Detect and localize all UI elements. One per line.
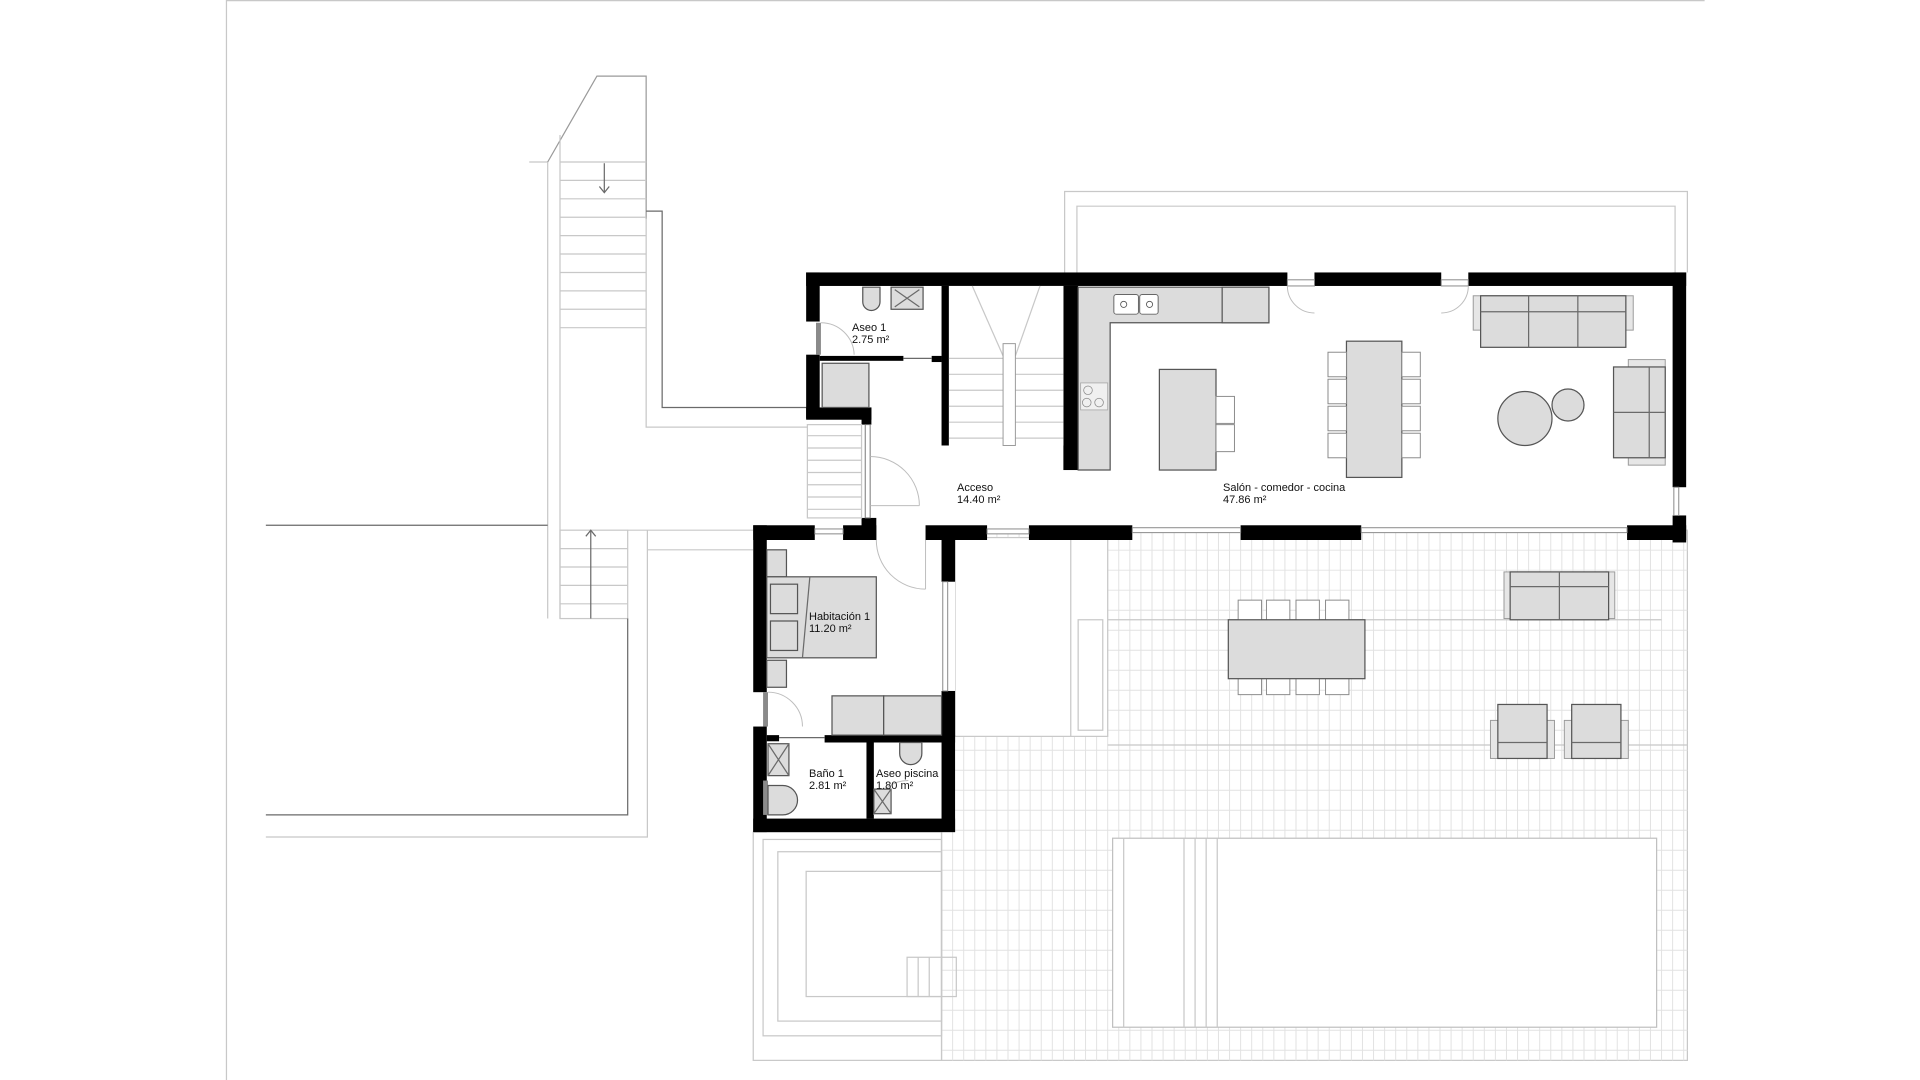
exterior-stair-north xyxy=(529,75,808,619)
room-label-bano1: Baño 1 2.81 m² xyxy=(809,768,846,792)
room-area: 14.40 m² xyxy=(957,494,1001,506)
bedroom-furniture xyxy=(766,549,943,736)
exterior-stair-south xyxy=(265,524,754,838)
interior-stair xyxy=(948,285,1064,446)
room-area: 2.75 m² xyxy=(852,334,890,346)
dining-table-interior xyxy=(1327,340,1421,479)
pool xyxy=(1112,837,1658,1028)
room-area: 11.20 m² xyxy=(809,623,852,635)
room-label-habitacion1: Habitación 1 11.20 m² xyxy=(809,611,870,635)
north-terrace xyxy=(1064,190,1688,273)
room-name: Habitación 1 xyxy=(809,611,871,623)
kitchen xyxy=(1077,286,1270,471)
bath-fixtures xyxy=(767,741,923,816)
room-label-salon: Salón - comedor - cocina 47.86 m² xyxy=(1223,482,1345,506)
room-label-aseo1: Aseo 1 2.75 m² xyxy=(852,322,889,346)
walls xyxy=(753,272,1687,833)
room-name: Baño 1 xyxy=(809,768,844,780)
room-name: Aseo piscina xyxy=(876,768,939,780)
room-name: Acceso xyxy=(957,482,994,494)
room-area: 1.80 m² xyxy=(876,780,914,792)
room-name: Salón - comedor - cocina xyxy=(1223,482,1346,494)
room-area: 47.86 m² xyxy=(1223,494,1267,506)
openings xyxy=(763,279,1680,815)
room-label-acceso: Acceso 14.40 m² xyxy=(957,482,1000,506)
aseo1-fixtures xyxy=(821,286,924,409)
room-area: 2.81 m² xyxy=(809,780,847,792)
room-name: Aseo 1 xyxy=(852,322,887,334)
terrace-furniture xyxy=(1227,571,1629,760)
small-pool xyxy=(752,831,957,1061)
living-room xyxy=(1472,295,1666,466)
room-label-aseo-piscina: Aseo piscina 1.80 m² xyxy=(876,768,938,792)
page-frame xyxy=(225,0,1705,1080)
